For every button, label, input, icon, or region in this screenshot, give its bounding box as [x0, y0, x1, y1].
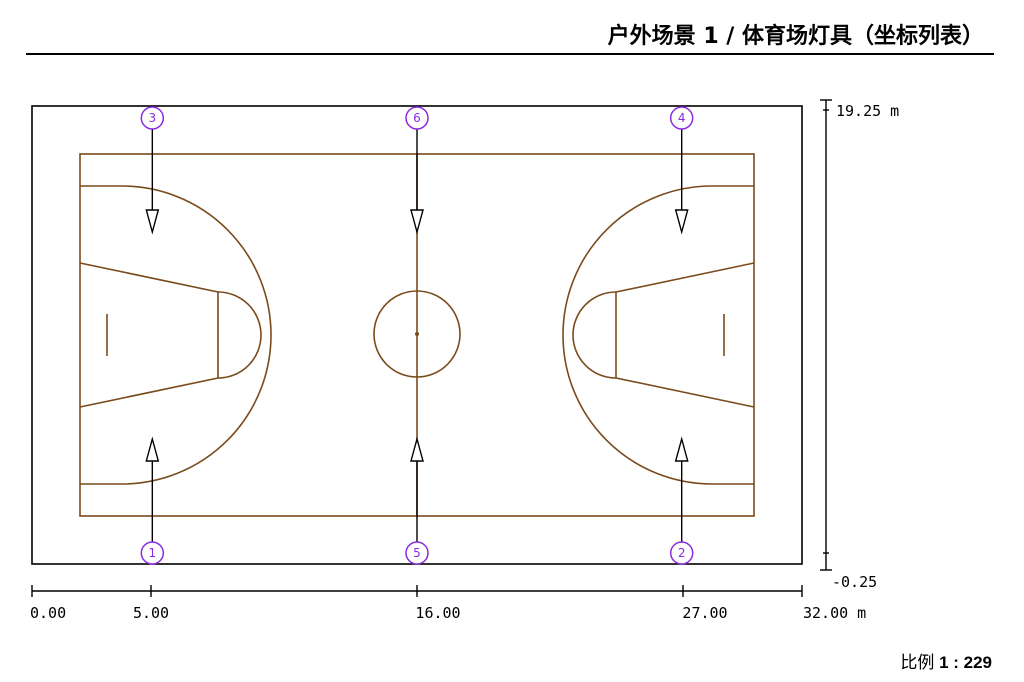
x-tick-label-3: 27.00 [682, 604, 727, 622]
luminaire-label: 2 [678, 546, 686, 560]
x-tick-label-4: 32.00 m [803, 604, 866, 622]
luminaire-marker [140, 106, 165, 130]
aim-arrow-head [410, 436, 424, 462]
scale-value: 1 : 229 [939, 653, 992, 672]
luminaire-marker [140, 541, 165, 565]
aim-arrow-head [674, 436, 689, 462]
luminaire-marker [405, 106, 429, 130]
luminaire-1: 1 [140, 436, 165, 565]
key-left [79, 262, 219, 408]
luminaires-layer: 1 2 3 4 5 6 [140, 106, 694, 565]
aim-arrow-head [145, 436, 160, 462]
luminaire-marker [669, 541, 694, 565]
free-throw-arc-left [217, 291, 262, 379]
x-dimension-axis: 0.00 5.00 16.00 27.00 32.00 m [30, 585, 866, 622]
luminaire-4: 4 [669, 106, 694, 235]
center-circle [373, 290, 461, 378]
x-tick-label-2: 16.00 [415, 604, 460, 622]
page-title: 户外场景 1 / 体育场灯具（坐标列表） [607, 24, 984, 49]
scale-label-text: 比例 [900, 653, 935, 672]
luminaire-5: 5 [405, 436, 429, 565]
center-spot [415, 332, 419, 336]
luminaire-label: 6 [413, 111, 421, 125]
luminaire-label: 1 [148, 546, 156, 560]
x-tick-label-1: 5.00 [133, 604, 169, 622]
luminaire-2: 2 [669, 436, 694, 565]
luminaire-label: 5 [413, 546, 421, 560]
three-point-line-right [562, 185, 754, 485]
header-divider [26, 53, 994, 55]
luminaire-3: 3 [140, 106, 165, 235]
y-dimension-axis: 19.25 m -0.25 [820, 99, 899, 591]
free-throw-arc-right [572, 291, 617, 379]
luminaire-6: 6 [405, 106, 429, 235]
luminaire-marker [669, 106, 694, 130]
x-tick-label-0: 0.00 [30, 604, 66, 622]
luminaire-label: 3 [148, 111, 156, 125]
aim-arrow-head [410, 209, 424, 235]
luminaire-label: 4 [678, 111, 686, 125]
scale-indicator: 比例 1 : 229 [900, 648, 992, 673]
three-point-line-left [80, 185, 272, 485]
aim-arrow-head [145, 209, 160, 235]
y-tick-label-top: 19.25 m [836, 102, 899, 120]
luminaire-marker [405, 541, 429, 565]
aim-arrow-head [674, 209, 689, 235]
key-right [615, 262, 755, 408]
y-tick-label-bottom: -0.25 [832, 573, 877, 591]
